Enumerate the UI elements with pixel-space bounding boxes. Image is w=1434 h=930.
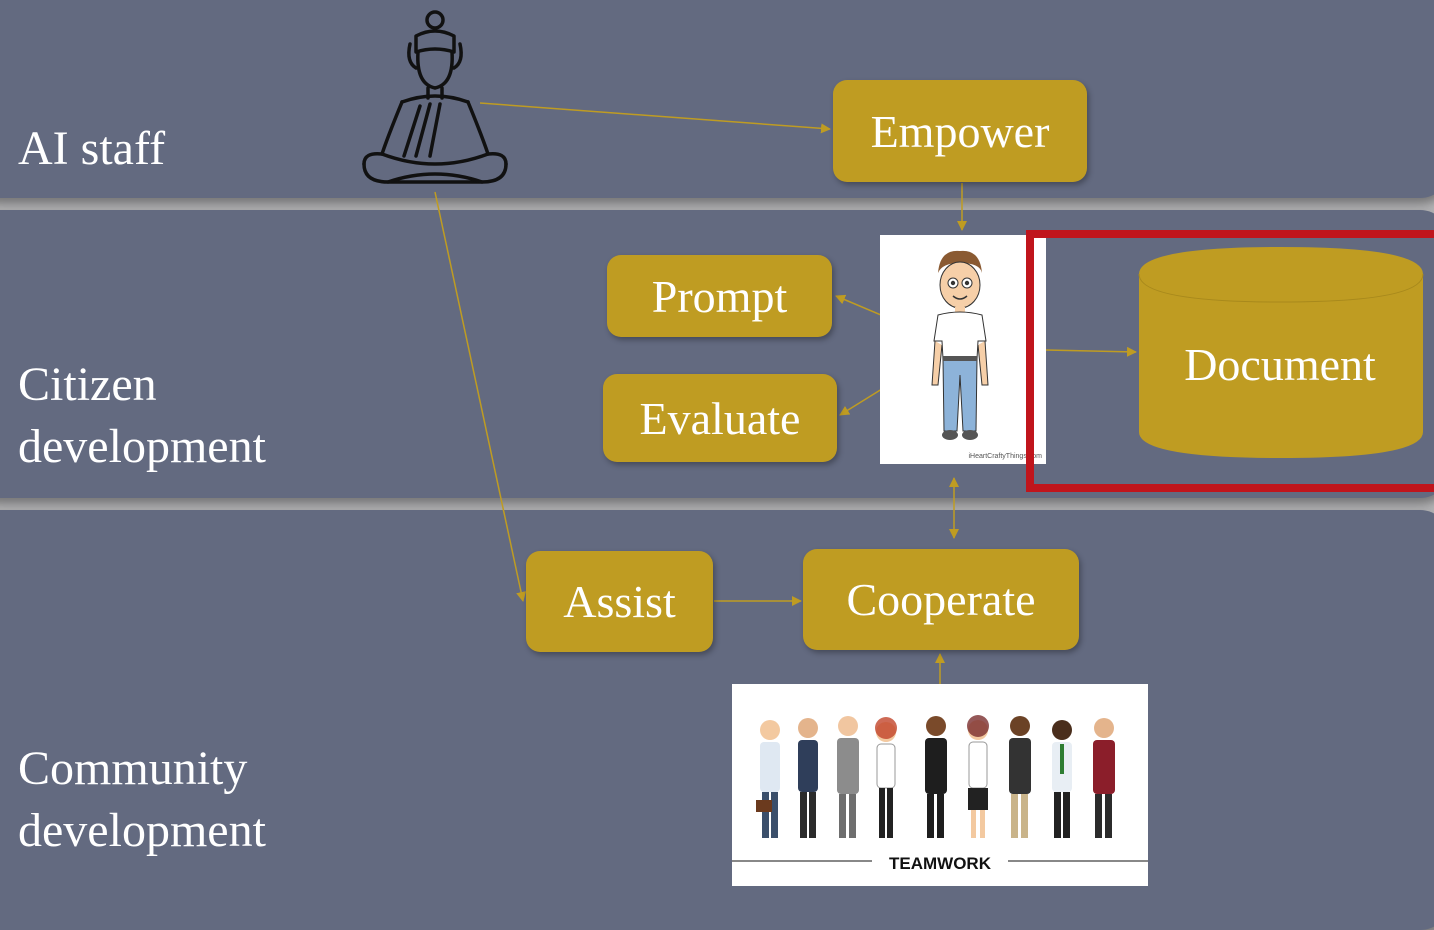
assist-node: Assist — [526, 551, 713, 652]
teamwork-caption: TEAMWORK — [889, 854, 991, 873]
evaluate-label: Evaluate — [639, 392, 801, 444]
lane-label-ai-staff: AI staff — [18, 122, 166, 175]
assist-label: Assist — [563, 576, 676, 627]
citizen-developer-image: iHeartCraftyThings.com — [880, 235, 1046, 464]
lane-label-community: Community development — [18, 742, 266, 857]
document-label: Document — [1184, 339, 1376, 390]
lane-label-citizen: Citizen development — [18, 358, 266, 473]
prompt-label: Prompt — [651, 270, 788, 322]
teamwork-rule-lines — [732, 860, 1148, 862]
arrow-buddha-assist — [434, 191, 526, 602]
lane-ai-staff — [0, 0, 1434, 198]
teamwork-image: TEAMWORK — [732, 684, 1148, 886]
buddha-meditation-icon — [362, 10, 508, 184]
arrow-buddha-empower — [479, 102, 831, 134]
arrow-person-document — [1045, 346, 1137, 357]
evaluate-node: Evaluate — [603, 374, 837, 462]
person-image-credit: iHeartCraftyThings.com — [968, 453, 1042, 460]
prompt-node: Prompt — [607, 255, 832, 337]
document-highlight-frame — [1026, 230, 1434, 492]
empower-node: Empower — [833, 80, 1087, 182]
person-icon — [931, 250, 989, 440]
cooperate-node: Cooperate — [803, 549, 1079, 650]
empower-label: Empower — [870, 105, 1050, 157]
team-people-icon — [732, 715, 1115, 863]
lane-community-development — [0, 510, 1434, 930]
document-database-icon — [1138, 247, 1424, 458]
cooperate-label: Cooperate — [846, 574, 1036, 625]
